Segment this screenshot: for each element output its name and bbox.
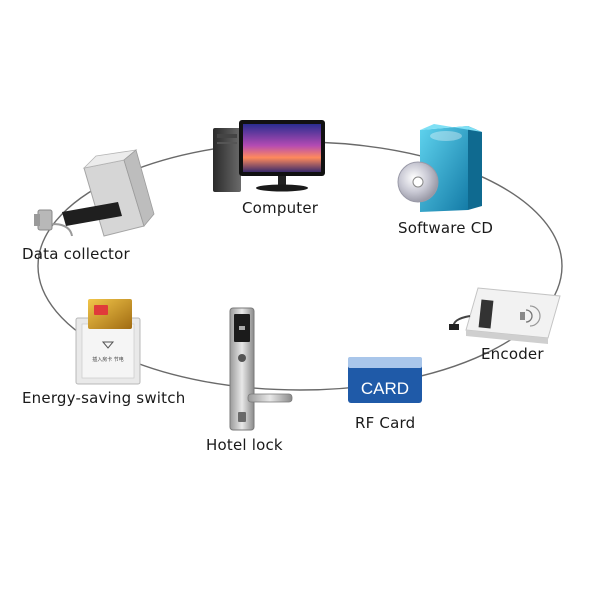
label-computer: Computer — [242, 199, 319, 217]
label-hotel-lock: Hotel lock — [206, 436, 283, 454]
software-cd-icon — [397, 124, 482, 212]
card-text: CARD — [361, 379, 409, 398]
switch-text: 插入房卡 节电 — [92, 356, 124, 363]
label-software-cd: Software CD — [398, 219, 494, 237]
encoder-icon — [449, 287, 561, 344]
label-energy-switch: Energy-saving switch — [22, 389, 186, 407]
label-encoder: Encoder — [481, 345, 544, 363]
rf-card-icon: CARD — [348, 357, 422, 403]
label-data-collector: Data collector — [22, 245, 130, 263]
energy-switch-icon: 插入房卡 节电 — [75, 299, 141, 385]
computer-icon — [213, 120, 325, 192]
label-rf-card: RF Card — [355, 414, 416, 432]
hotel-lock-icon — [229, 307, 293, 431]
data-collector-icon — [34, 149, 155, 237]
